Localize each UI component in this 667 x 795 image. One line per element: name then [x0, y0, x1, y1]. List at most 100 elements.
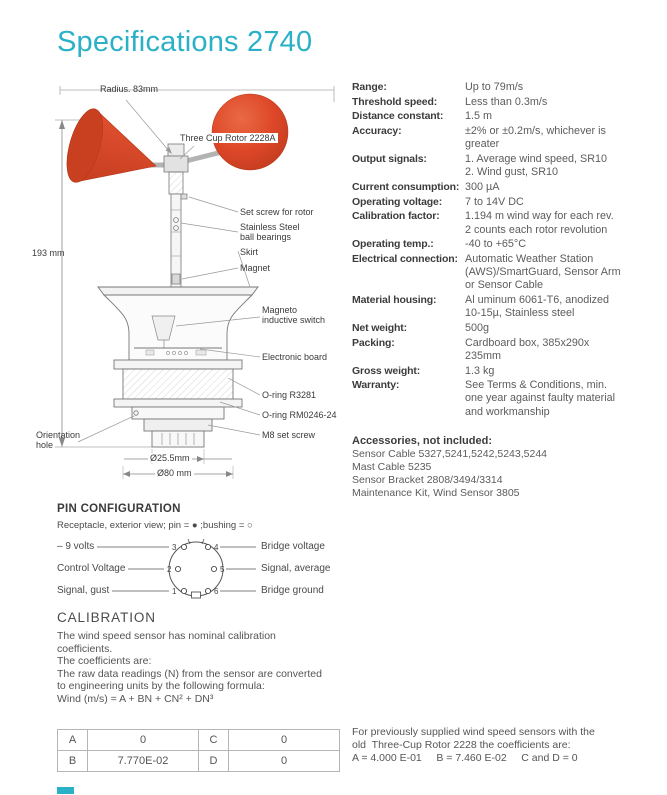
coeff-value-d: 0 [228, 750, 340, 772]
pin-number-2: 2 [167, 565, 172, 574]
legacy-coefficients-note: For previously supplied wind speed senso… [352, 726, 660, 765]
pin-number-5: 5 [220, 565, 225, 574]
label-orientation: Orientation hole [36, 430, 81, 450]
spec-label: Accuracy: [352, 125, 402, 138]
label-magnet: Magnet [240, 263, 271, 273]
spec-value: See Terms & Conditions, min. one year ag… [465, 379, 616, 418]
label-height: 193 mm [32, 248, 65, 258]
orientation-hole [133, 410, 139, 416]
spec-label: Electrical connection: [352, 252, 458, 265]
coeff-row-2: B 7.770E-02 D 0 [57, 750, 340, 772]
spec-value: ±2% or ±0.2m/s, whichever is greater [465, 125, 606, 151]
coeff-key-b: B [57, 750, 88, 772]
accessory-item: Mast Cable 5235 [352, 461, 432, 473]
spec-row-accuracy: Accuracy: ±2% or ±0.2m/s, whichever is g… [352, 125, 655, 151]
calibration-text-2: The coefficients are: [57, 655, 152, 668]
spec-row-current-consumption: Current consumption: 300 µA [352, 181, 655, 194]
label-m8: M8 set screw [262, 430, 316, 440]
spec-row-electrical-connection: Electrical connection: Automatic Weather… [352, 253, 655, 293]
calibration-title: CALIBRATION [57, 610, 156, 625]
spec-label: Warranty: [352, 379, 400, 392]
pin-row3-left-label: Signal, gust [57, 585, 113, 596]
rotor-hub [163, 143, 189, 195]
spec-label: Distance constant: [352, 110, 444, 123]
sensor-diagram-drawing [55, 86, 335, 479]
spec-value: 1.194 m wind way for each rev. 2 counts … [465, 210, 614, 236]
label-dia-small: Ø25.5mm [148, 453, 192, 463]
page-title: Specifications 2740 [57, 26, 313, 58]
label-magneto: Magneto inductive switch [262, 305, 326, 325]
spec-value: 500g [465, 321, 490, 334]
spec-value: Cardboard box, 385x290x 235mm [465, 336, 590, 362]
pin-row2-left-label: Control Voltage [57, 563, 129, 574]
spec-label: Output signals: [352, 153, 427, 166]
spec-list: Range: Up to 79m/s Threshold speed: Less… [352, 81, 655, 419]
spec-value: 1.3 kg [465, 364, 495, 377]
spec-value: Less than 0.3m/s [465, 95, 548, 108]
spec-row-range: Range: Up to 79m/s [352, 81, 655, 94]
coeff-key-d: D [198, 750, 229, 772]
label-bearings: Stainless Steel ball bearings [240, 222, 300, 242]
label-dia-big: Ø80 mm [155, 468, 194, 478]
pin-number-4: 4 [214, 543, 219, 552]
label-radius: Radius. 83mm [100, 84, 159, 94]
sensor-diagram: Radius. 83mm Three Cup Rotor 2228A Set s… [28, 80, 350, 505]
label-board: Electronic board [262, 352, 328, 362]
spec-row-net-weight: Net weight: 500g [352, 322, 655, 335]
coeff-key-c: C [198, 729, 229, 751]
spec-row-warranty: Warranty: See Terms & Conditions, min. o… [352, 379, 655, 419]
cup-ball [211, 93, 289, 171]
connector-diagram: 3 4 2 5 1 6 [61, 538, 256, 599]
spec-value: 1. Average wind speed, SR10 2. Wind gust… [465, 153, 608, 179]
spec-row-output-signals: Output signals: 1. Average wind speed, S… [352, 153, 655, 179]
pin-row2-right-label: Signal, average [258, 563, 331, 574]
spec-label: Gross weight: [352, 364, 421, 377]
accessory-item: Maintenance Kit, Wind Sensor 3805 [352, 487, 520, 499]
pin-config-title: PIN CONFIGURATION [57, 503, 181, 515]
spec-label: Operating temp.: [352, 238, 434, 251]
spec-label: Threshold speed: [352, 95, 438, 108]
spec-row-operating-voltage: Operating voltage: 7 to 14V DC [352, 196, 655, 209]
spec-value: -40 to +65°C [465, 238, 527, 251]
sensor-body [97, 286, 259, 448]
label-oring1: O-ring R3281 [262, 390, 317, 400]
accessory-item: Sensor Cable 5327,5241,5242,5243,5244 [352, 448, 547, 460]
pin-configuration-section: 3 4 2 5 1 6 PIN CONFIGURATION Receptacle… [57, 503, 355, 607]
footer-mark [57, 787, 74, 794]
spec-row-distance-constant: Distance constant: 1.5 m [352, 110, 655, 123]
label-rotor: Three Cup Rotor 2228A [178, 133, 278, 143]
calibration-section: CALIBRATION The wind speed sensor has no… [57, 610, 359, 706]
leader-lines [77, 99, 261, 443]
spec-value: Up to 79m/s [465, 81, 524, 93]
spec-value: Automatic Weather Station (AWS)/SmartGua… [465, 252, 621, 292]
label-skirt: Skirt [240, 247, 258, 257]
pin-number-1: 1 [172, 587, 177, 596]
pin-row3-right-label: Bridge ground [258, 585, 324, 596]
legacy-line-2: old Three-Cup Rotor 2228 the coefficient… [352, 739, 571, 751]
spec-label: Current consumption: [352, 180, 460, 193]
spec-row-calibration-factor: Calibration factor: 1.194 m wind way for… [352, 210, 655, 236]
pin-config-legend: Receptacle, exterior view; pin = ● ;bush… [57, 520, 253, 531]
accessories-block: Accessories, not included: Sensor Cable … [352, 434, 655, 500]
coeff-row-1: A 0 C 0 [57, 729, 340, 751]
calibration-text-3: The raw data readings (N) from the senso… [57, 667, 322, 693]
accessory-item: Sensor Bracket 2808/3494/3314 [352, 474, 503, 486]
spec-row-material-housing: Material housing: Al uminum 6061-T6, ano… [352, 294, 655, 320]
pin-number-6: 6 [214, 587, 219, 596]
spec-row-gross-weight: Gross weight: 1.3 kg [352, 365, 655, 378]
pin-row1-left-label: – 9 volts [57, 541, 98, 552]
spec-value: 300 µA [465, 180, 500, 193]
spec-label: Packing: [352, 336, 395, 349]
legacy-line-1: For previously supplied wind speed senso… [352, 726, 595, 738]
spec-label: Operating voltage: [352, 195, 443, 208]
pin-number-3: 3 [172, 543, 177, 552]
label-oring2: O-ring RM0246-24 [262, 410, 337, 420]
accessories-title: Accessories, not included: [352, 435, 492, 447]
spec-value: Al uminum 6061-T6, anodized 10-15µ, Stai… [465, 294, 610, 320]
spec-row-operating-temp: Operating temp.: -40 to +65°C [352, 238, 655, 251]
legacy-line-3: A = 4.000 E-01 B = 7.460 E-02 C and D = … [352, 752, 578, 764]
coeff-value-c: 0 [228, 729, 340, 751]
calibration-text-1: The wind speed sensor has nominal calibr… [57, 630, 276, 655]
coefficients-table: A 0 C 0 B 7.770E-02 D 0 [57, 729, 340, 772]
